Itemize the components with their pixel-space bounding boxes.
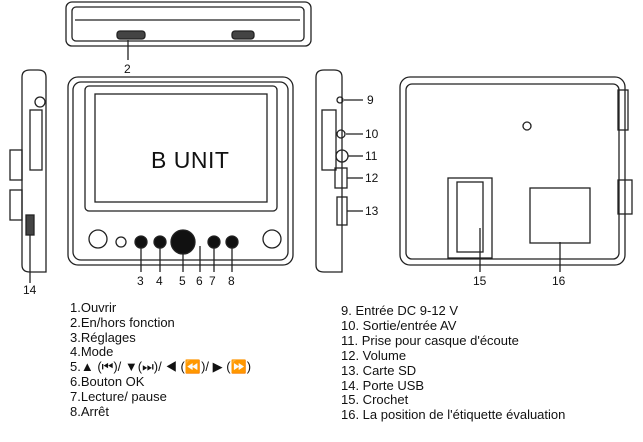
callout-6: 6 — [196, 274, 203, 288]
callout-13: 13 — [365, 204, 379, 218]
legend-item: 12. Volume — [341, 347, 407, 363]
front-screen-label: B UNIT — [151, 147, 229, 173]
callout-2: 2 — [124, 62, 131, 76]
legend-item: 4.Mode — [70, 344, 114, 360]
legend-left: 1.Ouvrir 2.En/hors fonction 3.Réglages 4… — [70, 300, 252, 419]
legend-item: 15. Crochet — [341, 392, 409, 408]
legend-item: 3.Réglages — [70, 329, 136, 345]
legend-item: 6.Bouton OK — [70, 373, 145, 389]
legend-item: 13. Carte SD — [341, 362, 417, 378]
legend-item: 11. Prise pour casque d'écoute — [341, 332, 519, 348]
back-view — [399, 76, 633, 272]
legend-item: 16. La position de l'étiquette évaluatio… — [341, 407, 566, 423]
callout-14: 14 — [23, 283, 37, 297]
callout-9: 9 — [367, 93, 374, 107]
callout-15: 15 — [473, 274, 487, 288]
legend-item: 1.Ouvrir — [70, 300, 117, 315]
callout-4: 4 — [156, 274, 163, 288]
legend-right: 9. Entrée DC 9-12 V 10. Sortie/entrée AV… — [341, 303, 566, 423]
callout-11: 11 — [365, 149, 378, 163]
callout-7: 7 — [209, 274, 216, 288]
legend-item: 2.En/hors fonction — [70, 314, 175, 330]
legend-item: 5.▲ (⏮)/ ▼(⏭)/ ◀ (⏪)/ ▶ (⏩) — [70, 359, 252, 375]
callout-10: 10 — [365, 127, 379, 141]
front-view — [67, 76, 294, 272]
callout-8: 8 — [228, 274, 235, 288]
top-view — [65, 1, 312, 60]
callout-3: 3 — [137, 274, 144, 288]
legend-item: 7.Lecture/ pause — [70, 388, 167, 404]
legend-item: 14. Porte USB — [341, 377, 425, 393]
callout-12: 12 — [365, 171, 379, 185]
right-side-view — [315, 69, 363, 273]
legend-item: 10. Sortie/entrée AV — [341, 317, 457, 333]
left-side-view — [9, 69, 47, 283]
callout-5: 5 — [179, 274, 186, 288]
legend-item: 9. Entrée DC 9-12 V — [341, 303, 459, 318]
legend-item: 8.Arrêt — [70, 403, 110, 419]
callout-16: 16 — [552, 274, 566, 288]
